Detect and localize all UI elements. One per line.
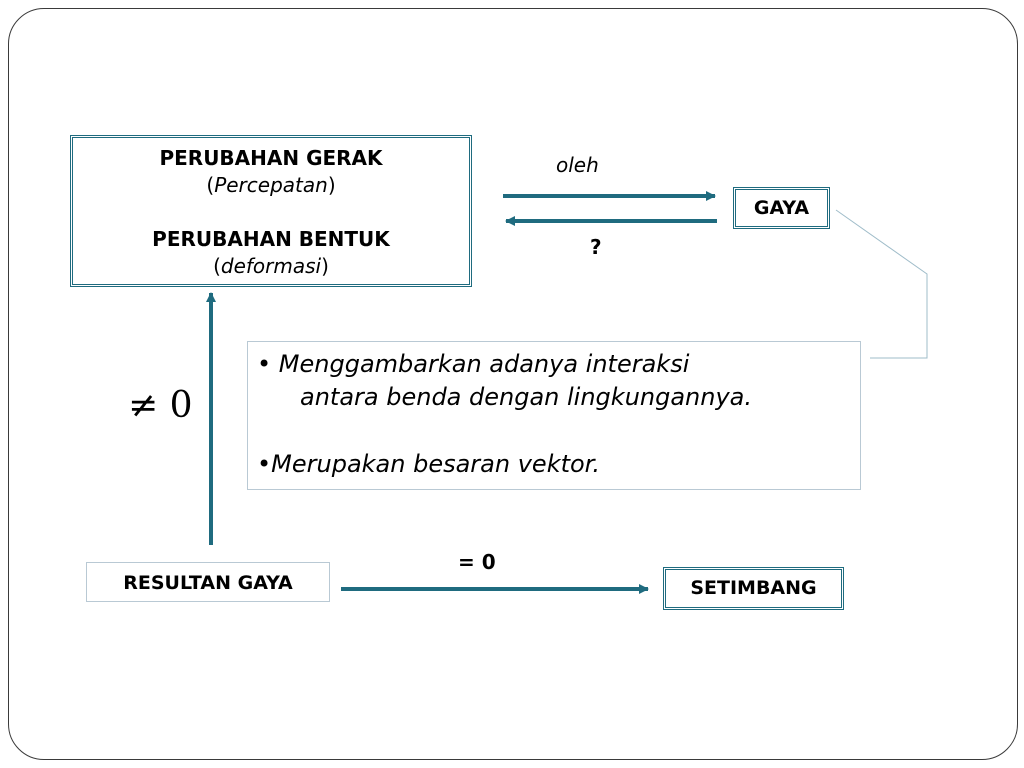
perubahan-bentuk-label: PERUBAHAN BENTUK xyxy=(152,227,390,251)
callout-connector xyxy=(835,209,928,359)
resultan-gaya-box: RESULTAN GAYA xyxy=(86,562,330,602)
equals-zero-label: = 0 xyxy=(458,550,496,574)
deformasi-line: (deformasi) xyxy=(213,254,329,278)
gaya-box: GAYA xyxy=(733,187,830,229)
not-equal-zero-label: ≠ 0 xyxy=(128,385,193,426)
deformasi-label: deformasi xyxy=(220,254,322,278)
bullet-1-line-1: • Menggambarkan adanya interaksi xyxy=(257,350,690,378)
perubahan-box: PERUBAHAN GERAK (Percepatan) PERUBAHAN B… xyxy=(70,135,472,287)
slide-frame xyxy=(8,8,1018,760)
info-box: • Menggambarkan adanya interaksi antara … xyxy=(247,341,861,490)
bullet-1-line-2: antara benda dengan lingkungannya. xyxy=(300,383,753,411)
percepatan-line: (Percepatan) xyxy=(206,173,336,197)
oleh-label: oleh xyxy=(556,153,599,177)
bullet-2: •Merupakan besaran vektor. xyxy=(257,450,600,478)
question-label: ? xyxy=(590,235,602,259)
setimbang-box: SETIMBANG xyxy=(663,567,844,610)
perubahan-gerak-label: PERUBAHAN GERAK xyxy=(159,146,383,170)
percepatan-label: Percepatan xyxy=(214,173,328,197)
